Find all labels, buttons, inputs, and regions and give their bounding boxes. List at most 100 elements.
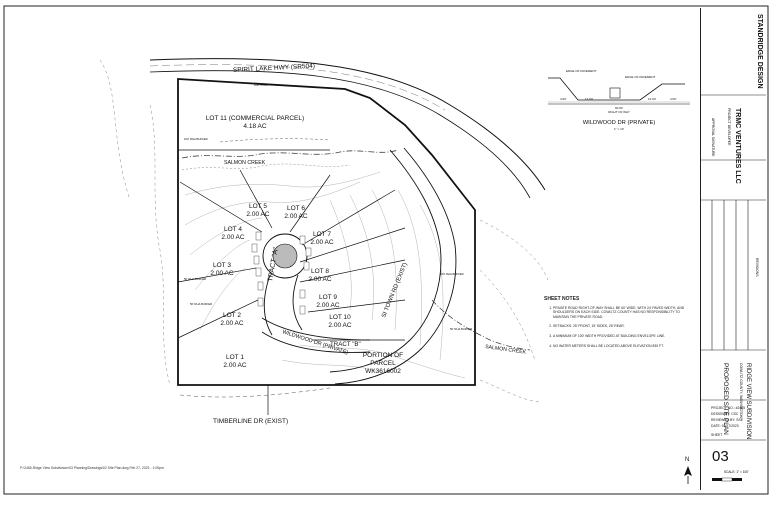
- sheet-scale: SCALE: 1" = 100': [724, 470, 749, 474]
- sheet-number: 03: [712, 448, 729, 465]
- client-name: TRMC VENTURES LLC: [734, 108, 741, 184]
- design-by: CSC: [731, 412, 739, 416]
- road-section-detail: EDGE OF PAVEMENT EDGE OF PAVEMENT 4.00' …: [548, 69, 690, 131]
- section-row-width: 60.00': [615, 106, 624, 110]
- north-arrow: N: [684, 457, 692, 484]
- project-no-label: PROJECT NO.:: [711, 406, 735, 410]
- lot-11-name: LOT 11 (COMMERCIAL PARCEL): [206, 115, 304, 122]
- tract-a-cul-de-sac: [251, 231, 312, 336]
- lot-8-name: LOT 8: [311, 268, 329, 275]
- title-block-dividers: [700, 94, 766, 441]
- edge-pavement-right: EDGE OF PAVEMENT: [625, 75, 656, 79]
- lot-4-name: LOT 4: [224, 226, 242, 233]
- lot-1-name: LOT 1: [226, 354, 244, 361]
- lot-11-area: 4.18 AC: [243, 123, 266, 130]
- highway-south-edge: [149, 70, 531, 199]
- highway-centerline: [149, 64, 446, 111]
- buffer-label-1: 100' RHA BUFFER: [184, 137, 208, 141]
- date-label: DATE:: [711, 424, 721, 428]
- lot-2-name: LOT 2: [223, 312, 241, 319]
- lot-lines: [177, 169, 406, 341]
- si-town-rd-edge-west: [329, 149, 442, 373]
- lot-10-name: LOT 10: [329, 314, 351, 321]
- salmon-creek-north: [181, 149, 399, 159]
- design-label: DESIGN BY:: [711, 412, 731, 416]
- section-dim-2: 12.00': [585, 97, 594, 101]
- lot-3-area: 2.00 AC: [210, 270, 233, 277]
- salmon-creek-north-label: SALMON CREEK: [224, 160, 266, 166]
- buffer-label-2: 50' RHA BUFFER: [184, 277, 206, 281]
- si-town-rd-edge-east: [334, 147, 457, 385]
- reviewed-label: REVIEWED BY:: [711, 418, 736, 422]
- revisions-label: REVISIONS: [755, 258, 759, 277]
- sheet-notes: SHEET NOTES PRIVATE ROAD RIGHT-OF-WAY SH…: [544, 297, 694, 353]
- lot-11-setback: [219, 138, 331, 143]
- north-arrow-label: N: [685, 457, 689, 463]
- section-title: WILDWOOD DR (PRIVATE): [583, 120, 656, 126]
- lot-1-area: 2.00 AC: [223, 362, 246, 369]
- firm-name: STANDRIDGE DESIGN: [756, 14, 763, 89]
- project-name: RIDGE VIEW SUBDIVISION: [745, 363, 751, 440]
- sheet-notes-title: SHEET NOTES: [544, 296, 580, 302]
- lot-2-area: 2.00 AC: [220, 320, 243, 327]
- wildwood-dr-edge-north: [261, 317, 371, 341]
- client-subtitle: PROJECT DEVELOPER: [727, 108, 731, 146]
- highway-north-edge: [149, 58, 546, 191]
- lot-7-name: LOT 7: [313, 231, 331, 238]
- sheet-note-3: A MINIMUM OF 100' WIDTH PROVIDED AT BUIL…: [553, 334, 694, 339]
- buffer-label-3: 50' RHA BUFFER: [190, 302, 212, 306]
- parcel-line-2: PARCEL: [370, 360, 396, 367]
- lot-4-area: 2.00 AC: [221, 234, 244, 241]
- lot-5-area: 2.00 AC: [246, 211, 269, 218]
- lot-6-name: LOT 6: [287, 205, 305, 212]
- sheet-note-2: SETBACKS: 25' FRONT, 15' SIDES, 25' REAR…: [553, 324, 694, 329]
- lot-8-area: 2.00 AC: [308, 276, 331, 283]
- project-info: PROJECT NO.: #2465 DESIGN BY: CSC REVIEW…: [711, 405, 745, 438]
- offsite-features: [99, 59, 549, 403]
- buffer-label-4: 100' RHA BUFFER: [440, 272, 464, 276]
- lot-9-name: LOT 9: [319, 294, 337, 301]
- scale-bar: [712, 477, 742, 482]
- lot-5-name: LOT 5: [249, 203, 267, 210]
- section-row-label: RIGHT OF WAY: [608, 110, 630, 114]
- tract-b-label: TRACT "B": [330, 341, 361, 348]
- sheet-border: [3, 5, 769, 495]
- lot-9-area: 2.00 AC: [316, 302, 339, 309]
- section-dim-4: 4.00': [670, 97, 677, 101]
- lot-3-name: LOT 3: [213, 262, 231, 269]
- sheet-label: SHEET: [711, 433, 723, 437]
- lot-6-area: 2.00 AC: [284, 213, 307, 220]
- buffer-label-5: 50' RHA BUFFER: [450, 327, 472, 331]
- section-dim-1: 4.00': [560, 97, 567, 101]
- buffer-labels: 100' RHA BUFFER 50' RHA BUFFER 50' RHA B…: [184, 137, 472, 331]
- lot-labels: LOT 11 (COMMERCIAL PARCEL) 4.18 AC LOT 5…: [206, 115, 352, 369]
- edge-pavement-left: EDGE OF PAVEMENT: [566, 69, 597, 73]
- timberline-road-line: [179, 387, 331, 398]
- sheet-note-4: NO WATER METERS SHALL BE LOCATED ABOVE E…: [553, 344, 694, 349]
- creek-buffer-line: [181, 163, 351, 171]
- title-block: STANDRIDGE DESIGN TRMC VENTURES LLC PROJ…: [700, 8, 767, 490]
- si-town-rd-label: SI TOWN RD (EXIST): [381, 262, 409, 319]
- lot-7-area: 2.00 AC: [310, 239, 333, 246]
- highway-row-label: 100' ROW: [254, 83, 268, 87]
- salmon-creek-east-label: SALMON CREEK: [485, 344, 527, 356]
- file-path-footer: P:\2465-Ridge View Subdivision\03 Planni…: [20, 466, 164, 470]
- project-no: #2465: [735, 406, 746, 410]
- salmon-creek-east: [431, 299, 531, 351]
- sheet-note-1: PRIVATE ROAD RIGHT-OF-WAY SHALL BE 60' W…: [553, 306, 694, 320]
- parcel-line-1: PORTION OF: [363, 352, 403, 359]
- vehicle-symbol: [609, 87, 621, 99]
- section-dim-3: 12.00': [648, 97, 657, 101]
- timberline-label: TIMBERLINE DR (EXIST): [213, 418, 288, 425]
- lot-10-area: 2.00 AC: [328, 322, 351, 329]
- date: 02/27/2023: [721, 424, 739, 428]
- approval-label: APPROVAL SIGNATURE: [711, 118, 715, 157]
- reviewed-by: SSE: [736, 418, 744, 422]
- contour-lines: [184, 171, 466, 379]
- highway-label: SPIRIT LAKE HWY (SR504): [233, 63, 315, 74]
- parcel-line-3: WK3616002: [365, 368, 401, 375]
- section-scale: 1" = 10': [614, 127, 624, 131]
- wildwood-dr-edge-south: [261, 331, 371, 353]
